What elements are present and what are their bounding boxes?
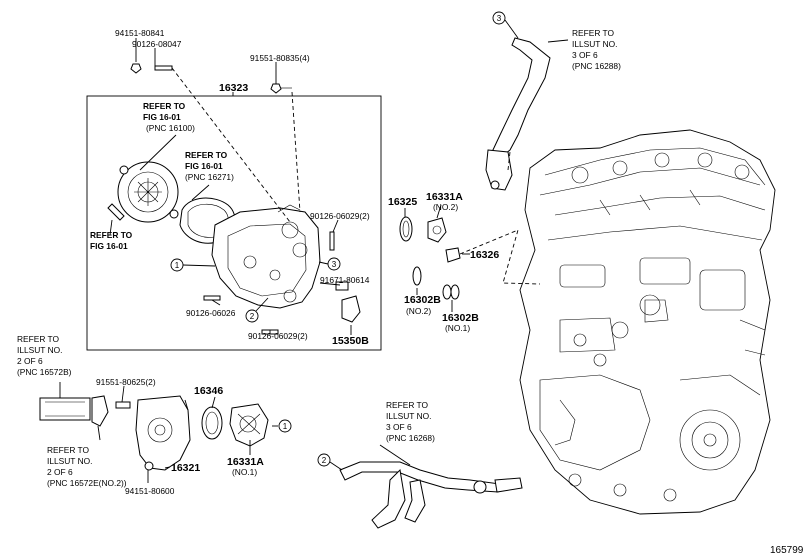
- label-16323: 16323: [219, 82, 248, 94]
- label-94151-80841: 94151-80841: [115, 28, 165, 38]
- svg-text:REFER TO: REFER TO: [90, 230, 133, 240]
- svg-text:FIG 16-01: FIG 16-01: [185, 161, 223, 171]
- svg-text:(PNC 16572E(NO.2)): (PNC 16572E(NO.2)): [47, 478, 127, 488]
- label-16302b-no2: 16302B: [404, 294, 441, 306]
- label-90126-06029-b: 90126-06029(2): [248, 331, 308, 341]
- label-91551-80835: 91551-80835(4): [250, 53, 310, 63]
- label-91551-80625: 91551-80625(2): [96, 377, 156, 387]
- water-pump-assembly: [107, 161, 361, 335]
- svg-text:3: 3: [332, 260, 337, 269]
- label-16331a-lower: 16331A: [227, 456, 264, 468]
- svg-text:2 OF 6: 2 OF 6: [47, 467, 73, 477]
- label-16325: 16325: [388, 196, 417, 208]
- svg-text:REFER TO: REFER TO: [572, 28, 615, 38]
- svg-text:ILLSUT NO.: ILLSUT NO.: [386, 411, 431, 421]
- svg-text:(PNC 16288): (PNC 16288): [572, 61, 621, 71]
- refer-illsut-16572e: REFER TO ILLSUT NO. 2 OF 6 (PNC 16572E(N…: [47, 445, 127, 488]
- svg-text:ILLSUT NO.: ILLSUT NO.: [572, 39, 617, 49]
- svg-text:3: 3: [497, 14, 502, 23]
- svg-text:2 OF 6: 2 OF 6: [17, 356, 43, 366]
- callout-2-b: 2: [317, 453, 343, 471]
- water-bypass-pipe-2: [339, 461, 523, 529]
- label-90126-06026: 90126-06026: [186, 308, 236, 318]
- label-16326: 16326: [470, 249, 499, 261]
- svg-text:(PNC 16271): (PNC 16271): [185, 172, 234, 182]
- svg-text:ILLSUT NO.: ILLSUT NO.: [17, 345, 62, 355]
- svg-text:FIG 16-01: FIG 16-01: [90, 241, 128, 251]
- water-pump-box: [86, 92, 382, 351]
- label-91671-80614: 91671-80614: [320, 275, 370, 285]
- callout-3-b: 3: [492, 11, 519, 39]
- dashed-lines: [171, 67, 541, 285]
- refer-fig-16271: REFER TO FIG 16-01 (PNC 16271): [185, 150, 234, 182]
- label-16321: 16321: [171, 462, 200, 474]
- label-94151-80600: 94151-80600: [125, 486, 175, 496]
- callout-2-a: 2: [245, 297, 269, 323]
- water-bypass-pipe-3: [485, 37, 551, 191]
- engine-block: [519, 129, 776, 515]
- thermostat-small-parts: [399, 216, 461, 300]
- refer-fig-16100: REFER TO FIG 16-01 (PNC 16100): [143, 101, 195, 133]
- svg-text:3 OF 6: 3 OF 6: [386, 422, 412, 432]
- leader-lines: [59, 38, 569, 483]
- callout-1-a: 1: [170, 258, 216, 272]
- svg-text:1: 1: [283, 422, 288, 431]
- label-16331a-upper-note: (NO.2): [433, 202, 458, 212]
- svg-text:REFER TO: REFER TO: [17, 334, 60, 344]
- label-15350b: 15350B: [332, 335, 369, 347]
- label-16302b-no1-note: (NO.1): [445, 323, 470, 333]
- callout-1-b: 1: [278, 419, 292, 433]
- svg-text:ILLSUT NO.: ILLSUT NO.: [47, 456, 92, 466]
- hardware-labels: 94151-80841 90126-08047 91551-80835(4) 9…: [96, 28, 370, 496]
- figure-id: 165799: [770, 545, 804, 556]
- svg-text:(PNC 16268): (PNC 16268): [386, 433, 435, 443]
- svg-text:REFER TO: REFER TO: [47, 445, 90, 455]
- svg-text:REFER TO: REFER TO: [185, 150, 228, 160]
- label-16346: 16346: [194, 385, 223, 397]
- loose-hardware-top: [130, 63, 292, 94]
- svg-text:2: 2: [250, 312, 255, 321]
- label-16302b-no1: 16302B: [442, 312, 479, 324]
- svg-text:REFER TO: REFER TO: [143, 101, 186, 111]
- svg-text:(PNC 16572B): (PNC 16572B): [17, 367, 72, 377]
- svg-text:3 OF 6: 3 OF 6: [572, 50, 598, 60]
- svg-text:FIG 16-01: FIG 16-01: [143, 112, 181, 122]
- refer-illsut-16572b: REFER TO ILLSUT NO. 2 OF 6 (PNC 16572B): [17, 334, 72, 377]
- refer-illsut-16288: REFER TO ILLSUT NO. 3 OF 6 (PNC 16288): [572, 28, 621, 71]
- label-16331a-upper: 16331A: [426, 191, 463, 203]
- svg-text:REFER TO: REFER TO: [386, 400, 429, 410]
- label-16331a-lower-note: (NO.1): [232, 467, 257, 477]
- refer-labels: REFER TO FIG 16-01 (PNC 16100) REFER TO …: [17, 28, 621, 488]
- refer-fig-16-01: REFER TO FIG 16-01: [90, 230, 133, 251]
- thermostat-assembly-lower: [39, 395, 269, 471]
- part-number-labels: 16323 16325 16331A (NO.2) 16326 16302B (…: [171, 82, 499, 477]
- svg-text:1: 1: [175, 261, 180, 270]
- label-90126-08047: 90126-08047: [132, 39, 182, 49]
- label-16302b-no2-note: (NO.2): [406, 306, 431, 316]
- callout-3-a: 3: [318, 257, 341, 271]
- refer-illsut-16268: REFER TO ILLSUT NO. 3 OF 6 (PNC 16268): [386, 400, 435, 443]
- svg-text:2: 2: [322, 456, 327, 465]
- svg-text:(PNC 16100): (PNC 16100): [146, 123, 195, 133]
- label-90126-06029-a: 90126-06029(2): [310, 211, 370, 221]
